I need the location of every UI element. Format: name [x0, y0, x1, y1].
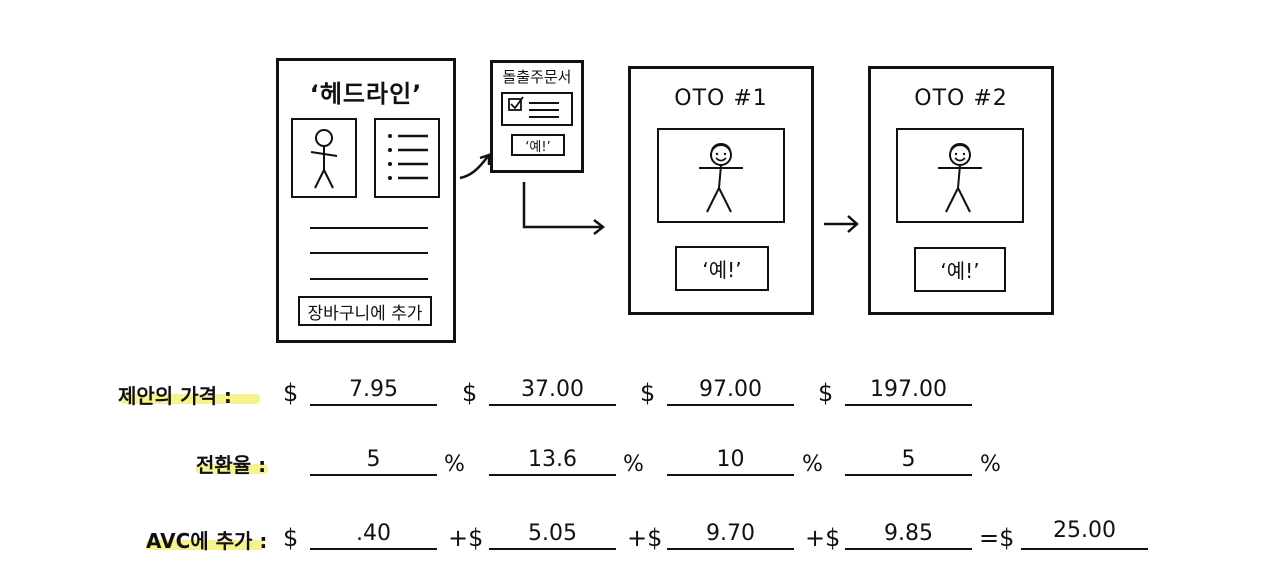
- price-value: 197.00: [870, 377, 947, 402]
- price-underline: [489, 404, 616, 406]
- price-currency-symbol: $: [640, 379, 656, 407]
- avc-total-underline: [1021, 548, 1148, 550]
- conversion-underline: [310, 474, 437, 476]
- landing-page-panel: [276, 58, 456, 343]
- price-currency-symbol: $: [818, 379, 834, 407]
- conversion-value: 10: [716, 447, 745, 472]
- avc-plus-currency: +$: [805, 524, 841, 552]
- avc-underline: [310, 548, 437, 550]
- price-value: 97.00: [699, 377, 762, 402]
- price-underline: [310, 404, 437, 406]
- oto2-yes-button[interactable]: ‘예!’: [914, 247, 1006, 292]
- avc-total-value: 25.00: [1053, 518, 1116, 543]
- avc-plus-currency: +$: [448, 524, 484, 552]
- conversion-value: 13.6: [528, 447, 577, 472]
- smiling-person-icon: [699, 143, 743, 213]
- price-value: 7.95: [349, 377, 398, 402]
- avc-value: 5.05: [528, 521, 577, 546]
- checkbox-icon[interactable]: [501, 92, 573, 126]
- price-underline: [845, 404, 972, 406]
- smiling-person-icon: [938, 143, 982, 213]
- conversion-underline: [489, 474, 616, 476]
- price-row-label: 제안의 가격 :: [118, 384, 232, 408]
- landing-text-line: [310, 227, 428, 229]
- price-underline: [667, 404, 794, 406]
- conversion-underline: [845, 474, 972, 476]
- price-currency-symbol: $: [462, 379, 478, 407]
- arrow-icon: [459, 153, 491, 180]
- landing-text-line: [310, 278, 428, 280]
- avc-currency-symbol: $: [283, 524, 299, 552]
- price-value: 37.00: [521, 377, 584, 402]
- conversion-value: 5: [366, 447, 381, 472]
- avc-plus-currency: +$: [627, 524, 663, 552]
- conversion-underline: [667, 474, 794, 476]
- landing-list-box: [374, 118, 440, 198]
- percent-sign: %: [623, 452, 644, 477]
- stick-figure-icon: [310, 129, 338, 189]
- oto1-title: OTO #1: [674, 86, 768, 111]
- conversion-label-highlight: [196, 464, 268, 474]
- order-bump-yes-button[interactable]: ‘예!’: [511, 134, 565, 156]
- arrow-icon: [824, 215, 859, 233]
- avc-value: .40: [310, 521, 437, 546]
- landing-text-line: [310, 252, 428, 254]
- avc-label-highlight: [146, 540, 264, 550]
- price-currency-symbol: $: [283, 379, 299, 407]
- landing-headline: ‘헤드라인’: [309, 80, 423, 108]
- avc-equals-currency: =$: [979, 524, 1015, 552]
- bullet-list-icon: [388, 134, 428, 180]
- avc-decimal-point: .: [356, 521, 363, 546]
- avc-underline: [667, 548, 794, 550]
- avc-value-digits: 40: [363, 521, 391, 546]
- avc-row-label: AVC에 추가 :: [146, 529, 268, 553]
- avc-underline: [845, 548, 972, 550]
- conversion-value: 5: [901, 447, 916, 472]
- percent-sign: %: [444, 452, 465, 477]
- arrow-icon: [522, 182, 606, 235]
- order-bump-title: 돌출주문서: [502, 68, 572, 86]
- avc-value: 9.85: [884, 521, 933, 546]
- price-label-highlight: [120, 394, 260, 404]
- add-to-cart-button[interactable]: 장바구니에 추가: [298, 296, 432, 326]
- conversion-row-label: 전환율 :: [196, 453, 267, 477]
- oto2-title: OTO #2: [914, 86, 1008, 111]
- avc-underline: [489, 548, 616, 550]
- percent-sign: %: [980, 452, 1001, 477]
- percent-sign: %: [802, 452, 823, 477]
- oto1-yes-button[interactable]: ‘예!’: [675, 246, 769, 291]
- avc-value: 9.70: [706, 521, 755, 546]
